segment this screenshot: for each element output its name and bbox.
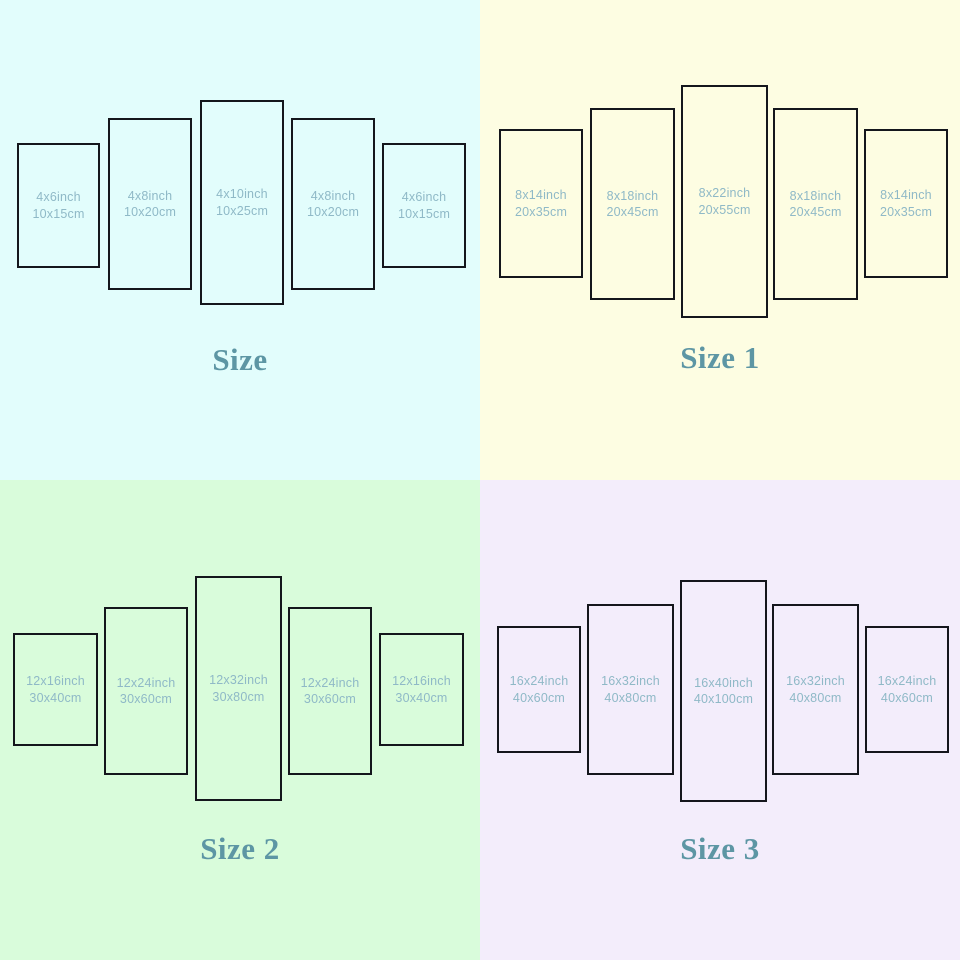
panel-group-size-3: 16x24inch 40x60cm 16x32inch 40x80cm 16x40inc… bbox=[480, 480, 960, 960]
panel-size-centimeters: 40x60cm bbox=[512, 690, 566, 705]
panel-size-label: 8x14inch 20x35cm bbox=[880, 187, 932, 220]
panel-size-inches: 16x32inch bbox=[601, 674, 660, 688]
panel-size-label: 4x6inch 10x15cm bbox=[398, 189, 450, 222]
panel-right-inner[interactable]: 8x18inch 20x45cm bbox=[773, 108, 858, 300]
panel-size-centimeters: 40x80cm bbox=[789, 690, 842, 705]
panel-right-inner[interactable]: 4x8inch 10x20cm bbox=[291, 118, 375, 290]
panel-size-inches: 16x40inch bbox=[694, 675, 753, 690]
panel-size-centimeters: 20x55cm bbox=[698, 202, 751, 217]
panel-size-label: 8x18inch 20x45cm bbox=[789, 188, 841, 221]
panel-size-centimeters: 40x80cm bbox=[604, 690, 657, 705]
panel-size-label: 8x14inch 20x35cm bbox=[515, 187, 567, 220]
panel-size-inches: 8x14inch bbox=[880, 188, 932, 202]
panel-right-inner[interactable]: 12x24inch 30x60cm bbox=[288, 607, 372, 775]
panel-right-outer[interactable]: 8x14inch 20x35cm bbox=[864, 129, 948, 278]
panel-size-label: 4x8inch 10x20cm bbox=[124, 188, 176, 221]
panel-left-outer[interactable]: 16x24inch 40x60cm bbox=[497, 626, 581, 753]
panel-size-centimeters: 40x100cm bbox=[693, 692, 754, 706]
quadrant-size-2: 12x16inch 30x40cm 12x24inch 30x60cm 12x32inc… bbox=[0, 480, 480, 960]
panel-size-inches: 16x32inch bbox=[786, 674, 845, 688]
panel-size-inches: 12x24inch bbox=[116, 675, 176, 690]
panel-center[interactable]: 16x40inch 40x100cm bbox=[680, 580, 767, 802]
quadrant-size-3: 16x24inch 40x60cm 16x32inch 40x80cm 16x40inc… bbox=[480, 480, 960, 960]
panel-size-label: 16x40inch 40x100cm bbox=[694, 675, 753, 708]
panel-size-centimeters: 30x80cm bbox=[212, 689, 265, 704]
panel-left-inner[interactable]: 16x32inch 40x80cm bbox=[587, 604, 674, 775]
panel-center[interactable]: 8x22inch 20x55cm bbox=[681, 85, 768, 318]
panel-size-inches: 8x18inch bbox=[789, 188, 842, 203]
panel-left-outer[interactable]: 12x16inch 30x40cm bbox=[13, 633, 98, 746]
panel-left-inner[interactable]: 8x18inch 20x45cm bbox=[590, 108, 675, 300]
panel-size-inches: 4x8inch bbox=[310, 188, 356, 203]
panel-size-centimeters: 30x60cm bbox=[303, 692, 357, 706]
panel-right-outer[interactable]: 16x24inch 40x60cm bbox=[865, 626, 949, 753]
panel-size-label: 12x24inch 30x60cm bbox=[301, 675, 360, 708]
panel-left-inner[interactable]: 4x8inch 10x20cm bbox=[108, 118, 192, 290]
panel-group-size: 4x6inch 10x15cm 4x8inch 10x20cm 4x10inch 10x2… bbox=[0, 0, 480, 480]
panel-size-label: 12x32inch 30x80cm bbox=[209, 672, 268, 705]
panel-size-centimeters: 20x45cm bbox=[789, 205, 842, 219]
panel-left-outer[interactable]: 4x6inch 10x15cm bbox=[17, 143, 100, 268]
panel-size-centimeters: 10x15cm bbox=[397, 206, 451, 221]
panel-right-outer[interactable]: 4x6inch 10x15cm bbox=[382, 143, 466, 268]
panel-size-inches: 8x14inch bbox=[515, 188, 567, 202]
quadrant-size-1: 8x14inch 20x35cm 8x18inch 20x45cm 8x22inch 20… bbox=[480, 0, 960, 480]
panel-size-centimeters: 10x20cm bbox=[123, 205, 177, 219]
panel-size-label: 4x8inch 10x20cm bbox=[307, 188, 359, 221]
panel-size-inches: 4x6inch bbox=[36, 190, 81, 204]
panel-size-inches: 12x16inch bbox=[392, 674, 451, 688]
panel-size-inches: 8x22inch bbox=[698, 186, 751, 200]
panel-size-label: 12x16inch 30x40cm bbox=[26, 673, 85, 706]
panel-size-centimeters: 20x35cm bbox=[514, 204, 568, 219]
quadrant-title-size-1: Size 1 bbox=[680, 340, 760, 375]
panel-center[interactable]: 4x10inch 10x25cm bbox=[200, 100, 284, 305]
panel-size-inches: 16x24inch bbox=[877, 674, 937, 688]
quadrant-title-size-3: Size 3 bbox=[680, 831, 760, 866]
panel-size-centimeters: 20x45cm bbox=[606, 205, 659, 219]
panel-size-centimeters: 20x35cm bbox=[879, 204, 933, 219]
panel-size-inches: 4x10inch bbox=[216, 187, 268, 201]
panel-size-label: 12x24inch 30x60cm bbox=[117, 675, 176, 708]
panel-size-inches: 4x6inch bbox=[401, 190, 447, 204]
panel-right-outer[interactable]: 12x16inch 30x40cm bbox=[379, 633, 464, 746]
panel-group-size-2: 12x16inch 30x40cm 12x24inch 30x60cm 12x32inc… bbox=[0, 480, 480, 960]
panel-size-centimeters: 30x40cm bbox=[395, 690, 448, 705]
panel-size-label: 8x22inch 20x55cm bbox=[698, 185, 750, 218]
panel-left-outer[interactable]: 8x14inch 20x35cm bbox=[499, 129, 583, 278]
panel-size-centimeters: 40x60cm bbox=[880, 690, 934, 705]
panel-size-inches: 16x24inch bbox=[509, 674, 569, 688]
panel-size-label: 4x6inch 10x15cm bbox=[32, 189, 84, 222]
panel-size-label: 16x24inch 40x60cm bbox=[510, 673, 569, 706]
panel-size-label: 4x10inch 10x25cm bbox=[216, 186, 268, 219]
panel-size-inches: 4x8inch bbox=[127, 188, 173, 203]
panel-size-inches: 12x24inch bbox=[300, 675, 360, 690]
panel-size-centimeters: 10x20cm bbox=[306, 205, 360, 219]
quadrant-size: 4x6inch 10x15cm 4x8inch 10x20cm 4x10inch 10x2… bbox=[0, 0, 480, 480]
panel-left-inner[interactable]: 12x24inch 30x60cm bbox=[104, 607, 188, 775]
panel-size-label: 8x18inch 20x45cm bbox=[606, 188, 658, 221]
panel-size-label: 16x24inch 40x60cm bbox=[878, 673, 937, 706]
panel-center[interactable]: 12x32inch 30x80cm bbox=[195, 576, 282, 801]
quadrant-title-size-2: Size 2 bbox=[200, 831, 280, 866]
panel-size-centimeters: 10x15cm bbox=[32, 206, 85, 221]
panel-size-label: 16x32inch 40x80cm bbox=[601, 673, 660, 706]
panel-size-inches: 8x18inch bbox=[606, 188, 659, 203]
quadrant-title-size: Size bbox=[212, 342, 268, 377]
panel-size-label: 12x16inch 30x40cm bbox=[392, 673, 451, 706]
panel-size-centimeters: 30x40cm bbox=[29, 690, 82, 705]
panel-size-inches: 12x32inch bbox=[209, 673, 268, 687]
panel-size-inches: 12x16inch bbox=[26, 674, 85, 688]
panel-group-size-1: 8x14inch 20x35cm 8x18inch 20x45cm 8x22inch 20… bbox=[480, 0, 960, 480]
panel-size-centimeters: 30x60cm bbox=[119, 692, 173, 706]
panel-size-label: 16x32inch 40x80cm bbox=[786, 673, 845, 706]
panel-size-centimeters: 10x25cm bbox=[215, 203, 269, 218]
panel-right-inner[interactable]: 16x32inch 40x80cm bbox=[772, 604, 859, 775]
